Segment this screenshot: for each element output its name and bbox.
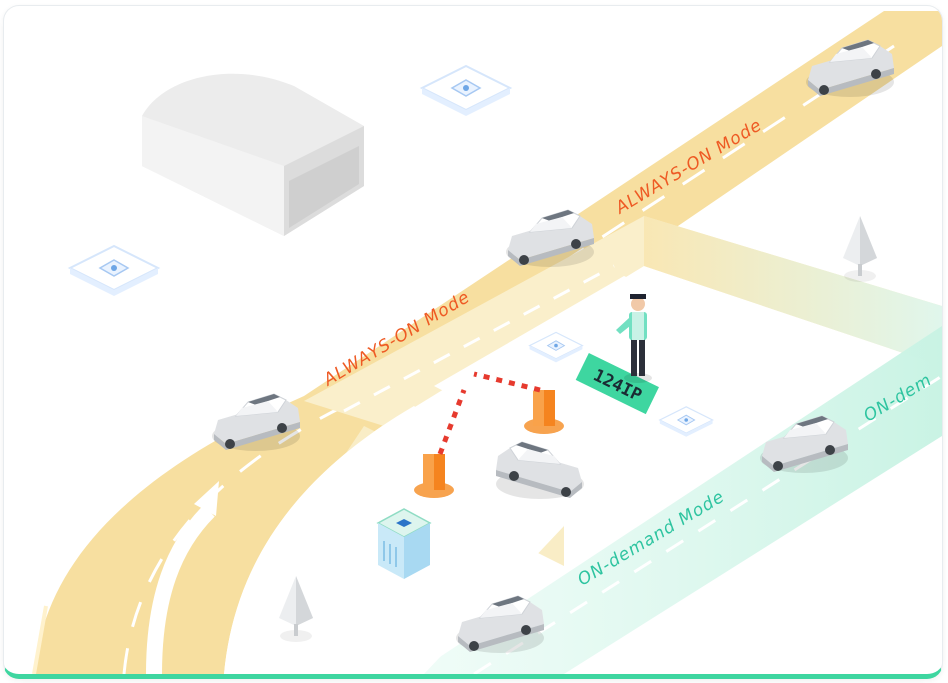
gateway-device-icon	[376, 508, 432, 579]
on-demand-road	[414, 326, 942, 674]
illustration-frame: 124IP ALWAYS-ON Mode ALWAYS-ON Mode ON-d…	[3, 5, 943, 679]
guard-person-icon	[616, 294, 652, 383]
car-icon	[805, 39, 895, 98]
tree-icon	[843, 216, 877, 282]
car-icon	[211, 393, 301, 452]
parking-scene: 124IP ALWAYS-ON Mode ALWAYS-ON Mode ON-d…	[32, 11, 942, 674]
direction-arrow-icon	[146, 481, 219, 674]
sensor-chip-icon	[421, 65, 511, 117]
barrier-gate-left	[414, 389, 467, 498]
barrier-gate-right	[473, 371, 564, 434]
sensor-chip-icon	[69, 245, 159, 297]
car-icon	[505, 209, 595, 268]
hangar-building	[142, 73, 364, 237]
